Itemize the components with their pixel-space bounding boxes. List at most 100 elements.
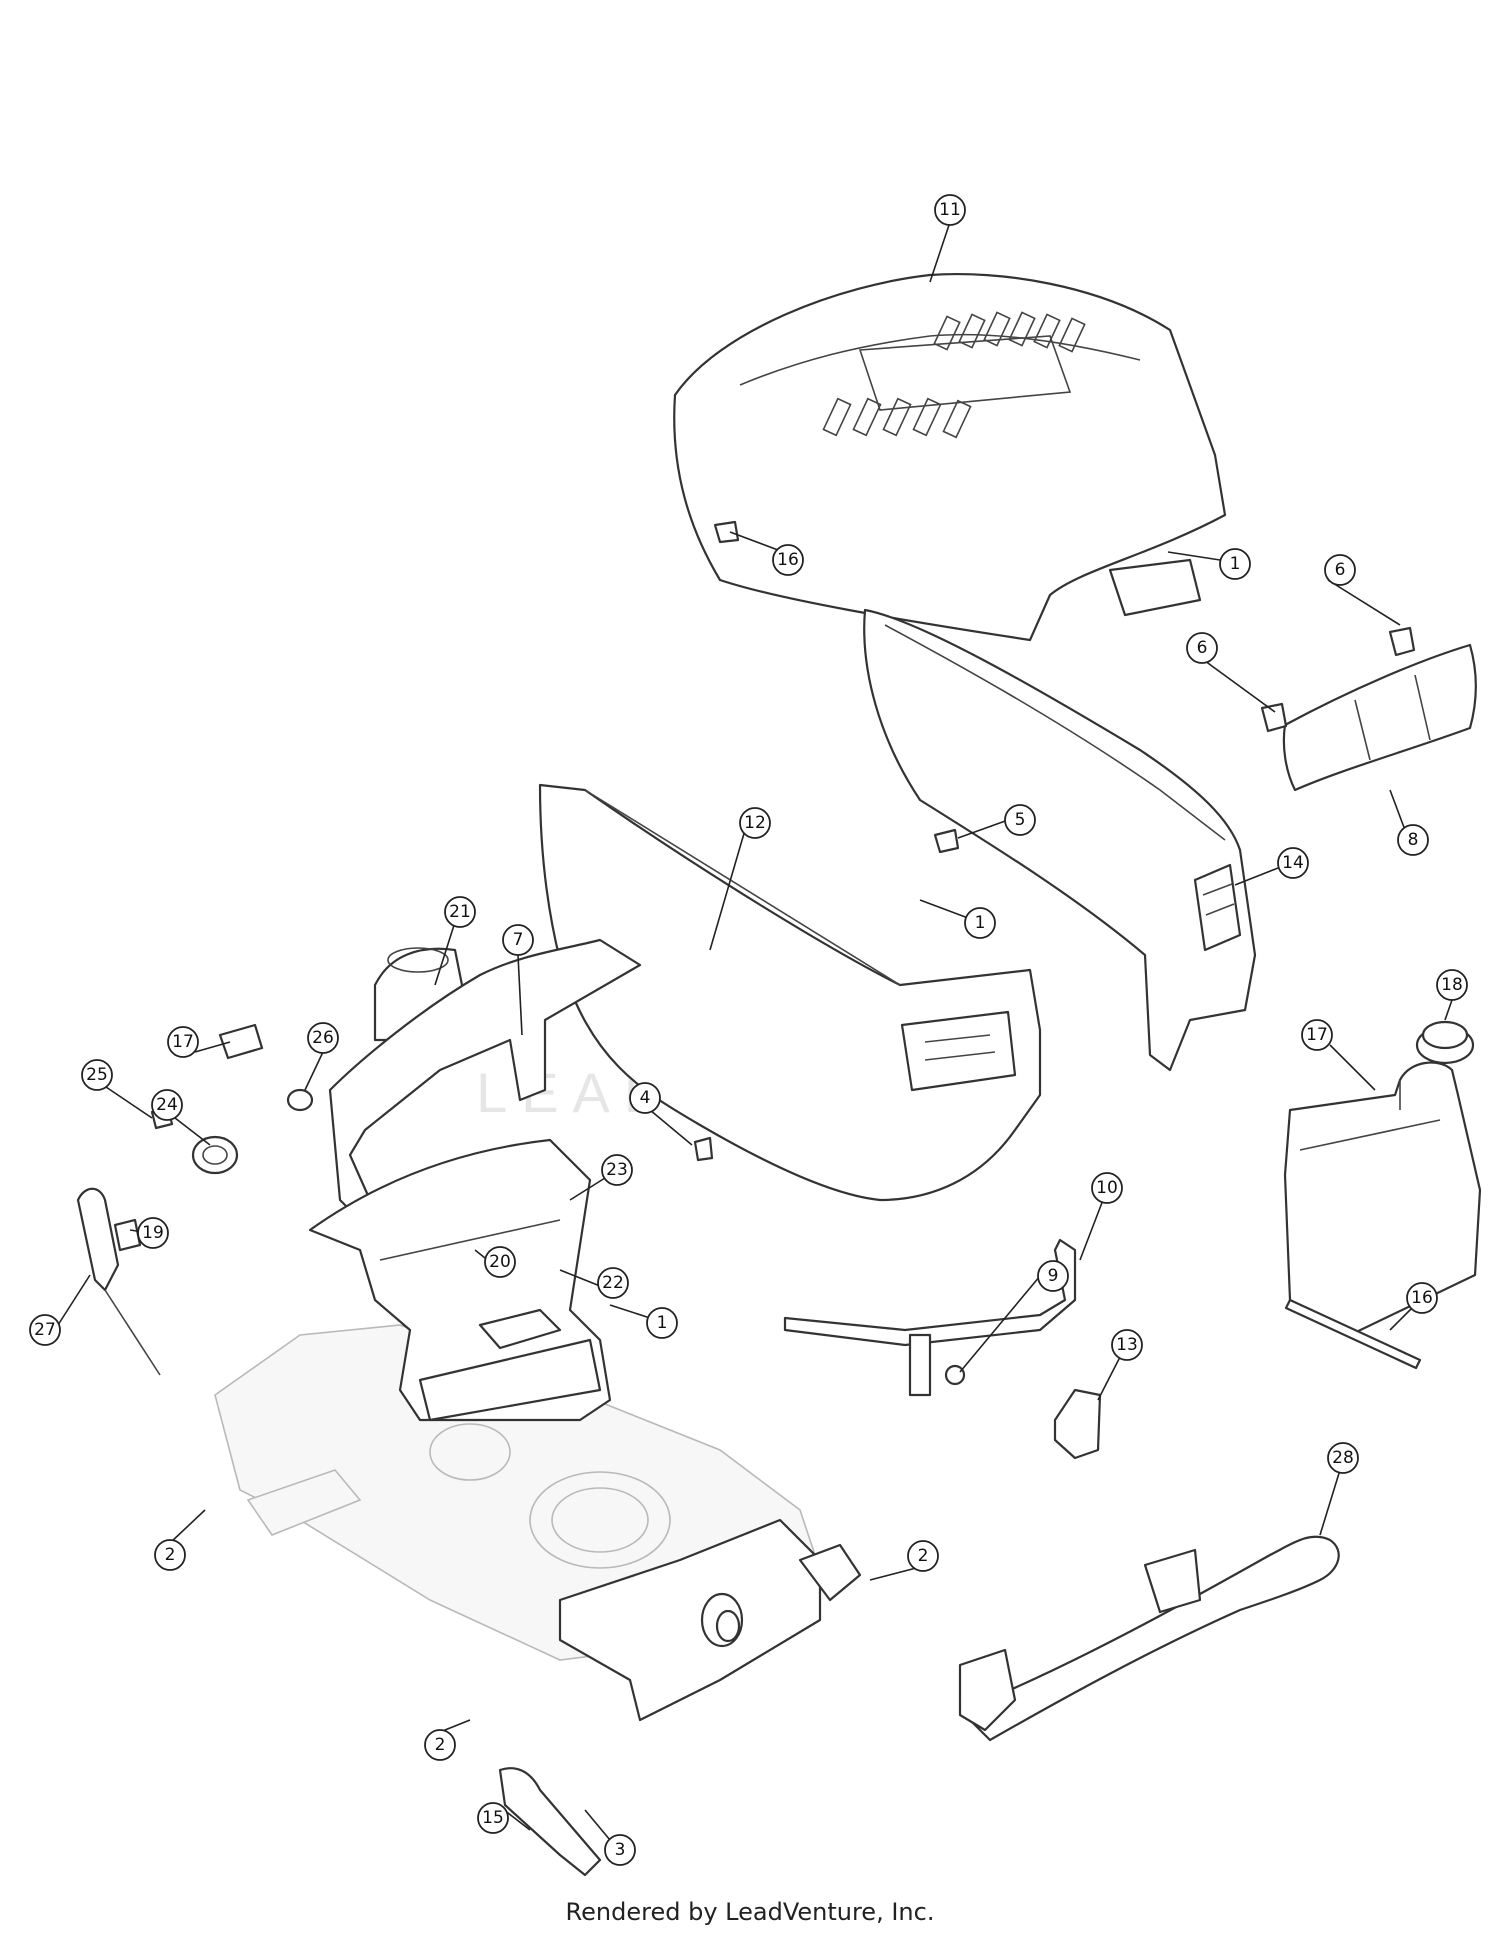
callout-24: 24 <box>151 1089 183 1121</box>
svg-text:24: 24 <box>156 1095 178 1115</box>
bulb-part-6 <box>1260 626 1416 733</box>
grommet-part-17 <box>218 1023 264 1060</box>
svg-text:11: 11 <box>939 200 961 220</box>
front-axle-bracket <box>558 1518 862 1722</box>
callout-1: 1 <box>646 1307 678 1339</box>
ignition-switch-part-24 <box>191 1135 239 1175</box>
throttle-lever-part-27 <box>76 1187 161 1376</box>
svg-text:17: 17 <box>1306 1025 1328 1045</box>
bracket-part-15 <box>498 1767 602 1877</box>
svg-text:23: 23 <box>606 1160 628 1180</box>
callout-3: 3 <box>604 1834 636 1866</box>
callout-26: 26 <box>307 1022 339 1054</box>
callouts: 11 16 1 6 6 8 12 5 1 14 21 7 17 26 25 24… <box>29 194 1468 1866</box>
callout-2: 2 <box>424 1729 456 1761</box>
bolt-part-4 <box>693 1136 714 1162</box>
callout-19: 19 <box>137 1217 169 1249</box>
callout-2: 2 <box>907 1540 939 1572</box>
svg-text:3: 3 <box>615 1840 626 1860</box>
callout-2: 2 <box>154 1539 186 1571</box>
callout-1: 1 <box>1219 548 1251 580</box>
svg-text:1: 1 <box>975 913 986 933</box>
svg-text:21: 21 <box>449 902 471 922</box>
svg-text:2: 2 <box>435 1735 446 1755</box>
svg-text:9: 9 <box>1048 1266 1059 1286</box>
nut-part-9 <box>944 1364 966 1386</box>
svg-text:15: 15 <box>482 1808 504 1828</box>
svg-text:16: 16 <box>777 550 799 570</box>
svg-text:27: 27 <box>34 1320 56 1340</box>
fuel-tank-part-17 <box>1283 1061 1482 1337</box>
svg-text:13: 13 <box>1116 1335 1138 1355</box>
front-bumper-part-28 <box>958 1535 1340 1742</box>
callout-7: 7 <box>502 924 534 956</box>
fuel-cap-part-18 <box>1415 1020 1475 1065</box>
svg-text:12: 12 <box>744 813 766 833</box>
svg-text:2: 2 <box>165 1545 176 1565</box>
callout-1: 1 <box>964 907 996 939</box>
switch-part-19 <box>113 1218 142 1252</box>
support-rod-part-10 <box>783 1238 1077 1397</box>
callout-15: 15 <box>477 1802 509 1834</box>
svg-text:10: 10 <box>1096 1178 1118 1198</box>
headlight-lens-part-8 <box>1282 643 1477 792</box>
svg-text:14: 14 <box>1282 853 1304 873</box>
callout-25: 25 <box>81 1059 113 1091</box>
callout-18: 18 <box>1436 969 1468 1001</box>
callout-28: 28 <box>1327 1442 1359 1474</box>
svg-text:25: 25 <box>86 1065 108 1085</box>
svg-text:18: 18 <box>1441 975 1463 995</box>
callout-6: 6 <box>1324 554 1356 586</box>
svg-text:2: 2 <box>918 1546 929 1566</box>
bracket-part-22 <box>478 1308 562 1350</box>
hood-part-11 <box>673 272 1227 642</box>
latch-part-16 <box>713 520 740 544</box>
clip-part-5 <box>933 828 960 854</box>
front-grille-part-12 <box>538 783 1042 1202</box>
callout-16: 16 <box>772 544 804 576</box>
strap-part-16 <box>1284 1298 1422 1370</box>
callout-12: 12 <box>739 807 771 839</box>
callout-17: 17 <box>167 1026 199 1058</box>
callout-23: 23 <box>601 1154 633 1186</box>
callout-17: 17 <box>1301 1019 1333 1051</box>
footer-credit: Rendered by LeadVenture, Inc. <box>565 1898 935 1926</box>
callout-11: 11 <box>934 194 966 226</box>
callout-13: 13 <box>1111 1329 1143 1361</box>
dash-tower-part-23 <box>308 1138 612 1422</box>
svg-text:17: 17 <box>172 1032 194 1052</box>
callout-20: 20 <box>484 1246 516 1278</box>
callout-22: 22 <box>597 1267 629 1299</box>
svg-text:19: 19 <box>142 1223 164 1243</box>
grille-frame-part-14 <box>863 608 1257 1072</box>
callout-10: 10 <box>1091 1172 1123 1204</box>
leader-lines <box>57 221 1453 1841</box>
dash-panel-part-7 <box>328 938 642 1222</box>
callout-16: 16 <box>1406 1282 1438 1314</box>
svg-text:26: 26 <box>312 1028 334 1048</box>
callout-4: 4 <box>629 1082 661 1114</box>
svg-text:5: 5 <box>1015 810 1026 830</box>
callout-9: 9 <box>1037 1260 1069 1292</box>
plug-part-26 <box>286 1088 314 1112</box>
callout-6: 6 <box>1186 632 1218 664</box>
svg-text:28: 28 <box>1332 1448 1354 1468</box>
svg-text:4: 4 <box>640 1088 651 1108</box>
svg-text:7: 7 <box>513 930 524 950</box>
callout-21: 21 <box>444 896 476 928</box>
callout-5: 5 <box>1004 804 1036 836</box>
svg-text:6: 6 <box>1335 560 1346 580</box>
bracket-part-13 <box>1053 1388 1102 1460</box>
svg-text:8: 8 <box>1408 830 1419 850</box>
svg-text:16: 16 <box>1411 1288 1433 1308</box>
callout-14: 14 <box>1277 847 1309 879</box>
callout-27: 27 <box>29 1314 61 1346</box>
svg-text:1: 1 <box>657 1313 668 1333</box>
svg-text:1: 1 <box>1230 554 1241 574</box>
svg-text:22: 22 <box>602 1273 624 1293</box>
callout-8: 8 <box>1397 824 1429 856</box>
svg-text:6: 6 <box>1197 638 1208 658</box>
hood-vents <box>822 311 1086 439</box>
svg-text:20: 20 <box>489 1252 511 1272</box>
